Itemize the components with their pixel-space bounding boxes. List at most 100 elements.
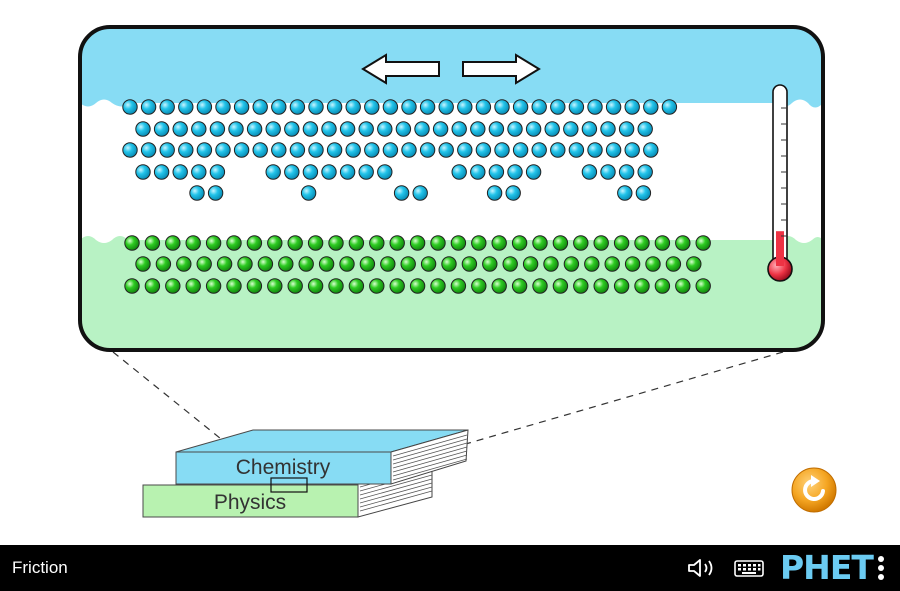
bottom-atom bbox=[196, 256, 212, 272]
top-atom bbox=[624, 99, 640, 115]
top-atom bbox=[252, 99, 268, 115]
top-atom bbox=[419, 99, 436, 115]
top-atom bbox=[414, 121, 430, 137]
top-atom bbox=[419, 142, 436, 158]
top-atom bbox=[358, 164, 374, 180]
top-atom bbox=[568, 142, 585, 158]
bottom-atom bbox=[593, 278, 609, 294]
phet-logo-ph: PH bbox=[780, 548, 831, 587]
zoom-target-box bbox=[270, 477, 308, 493]
physics-book-label: Physics bbox=[214, 491, 286, 514]
bottom-atom bbox=[511, 235, 528, 251]
bottom-atom bbox=[532, 278, 548, 294]
bottom-atom bbox=[502, 256, 518, 272]
bottom-atom bbox=[471, 278, 487, 294]
bottom-atom bbox=[185, 278, 201, 294]
top-atom bbox=[470, 121, 486, 137]
thermometer bbox=[767, 84, 793, 282]
bottom-atom bbox=[267, 278, 283, 294]
bottom-atom bbox=[573, 235, 589, 251]
bottom-atom bbox=[430, 278, 446, 294]
bottom-atom bbox=[226, 278, 242, 294]
magnifier-border bbox=[78, 25, 825, 352]
bottom-atom bbox=[339, 256, 355, 272]
top-atom bbox=[637, 121, 653, 137]
top-atom bbox=[209, 121, 226, 137]
bottom-atom bbox=[144, 278, 161, 294]
bottom-atom bbox=[246, 278, 263, 294]
bottom-atom bbox=[287, 235, 303, 251]
top-atoms bbox=[122, 99, 678, 201]
navigation-bar: Friction PHET bbox=[0, 545, 900, 591]
bottom-atom bbox=[205, 278, 222, 294]
top-atom bbox=[451, 121, 467, 137]
top-atom bbox=[470, 164, 486, 180]
bottom-atom bbox=[654, 278, 671, 294]
bottom-atom bbox=[450, 235, 467, 251]
bottom-atom bbox=[298, 256, 314, 272]
chemistry-book[interactable]: Chemistry bbox=[175, 429, 469, 485]
top-atom bbox=[364, 142, 380, 158]
bottom-atom bbox=[348, 235, 365, 251]
top-atom bbox=[635, 185, 652, 201]
bottom-atom bbox=[491, 278, 507, 294]
top-atom bbox=[486, 185, 503, 201]
top-atom bbox=[600, 164, 616, 180]
top-atom bbox=[215, 142, 231, 158]
top-atom bbox=[308, 142, 324, 158]
sim-title: Friction bbox=[12, 558, 68, 577]
top-atom bbox=[153, 121, 170, 137]
top-atom bbox=[525, 164, 542, 180]
bottom-atom bbox=[675, 235, 691, 251]
bottom-atom bbox=[450, 278, 467, 294]
top-atom bbox=[475, 142, 492, 158]
top-atom bbox=[228, 121, 244, 137]
top-atom bbox=[568, 99, 585, 115]
top-atom bbox=[550, 99, 566, 115]
left-arrow-icon[interactable] bbox=[361, 53, 440, 85]
top-atom bbox=[326, 99, 343, 115]
top-atom bbox=[605, 142, 622, 158]
keyboard-icon[interactable] bbox=[733, 556, 765, 580]
top-atom bbox=[233, 99, 250, 115]
bottom-atom bbox=[471, 235, 487, 251]
top-atom bbox=[135, 121, 151, 137]
top-atom bbox=[531, 142, 547, 158]
bottom-atom bbox=[216, 256, 233, 272]
bottom-atom bbox=[307, 235, 324, 251]
bottom-atom bbox=[176, 256, 192, 272]
top-atom bbox=[215, 99, 231, 115]
top-atom bbox=[393, 185, 410, 201]
bottom-atom bbox=[165, 235, 181, 251]
top-atom bbox=[377, 121, 393, 137]
bottom-atom bbox=[124, 278, 140, 294]
top-atom bbox=[209, 164, 226, 180]
phet-logo-et: ET bbox=[829, 548, 874, 587]
right-arrow-icon[interactable] bbox=[462, 53, 541, 85]
bottom-atom bbox=[359, 256, 376, 272]
bottom-atom bbox=[318, 256, 335, 272]
drag-arrows[interactable] bbox=[361, 53, 541, 85]
bottom-atom bbox=[389, 278, 405, 294]
top-atom bbox=[159, 142, 175, 158]
bottom-atom bbox=[482, 256, 498, 272]
bottom-atom bbox=[328, 278, 344, 294]
sound-on-icon[interactable] bbox=[686, 556, 720, 580]
top-atom bbox=[271, 99, 287, 115]
bottom-atom bbox=[461, 256, 478, 272]
top-atom bbox=[438, 142, 454, 158]
top-atom bbox=[233, 142, 250, 158]
top-atom bbox=[401, 99, 417, 115]
top-atom bbox=[289, 99, 306, 115]
top-atom bbox=[207, 185, 224, 201]
kebab-menu-icon[interactable] bbox=[874, 554, 888, 582]
reset-all-button[interactable] bbox=[790, 466, 838, 514]
bottom-atom bbox=[634, 278, 650, 294]
bottom-atom bbox=[226, 235, 242, 251]
phet-logo[interactable]: PHET bbox=[780, 548, 874, 587]
top-atom bbox=[643, 99, 659, 115]
bottom-atom bbox=[389, 235, 405, 251]
top-atom bbox=[289, 142, 306, 158]
top-atom bbox=[494, 99, 510, 115]
bottom-atom bbox=[237, 256, 253, 272]
